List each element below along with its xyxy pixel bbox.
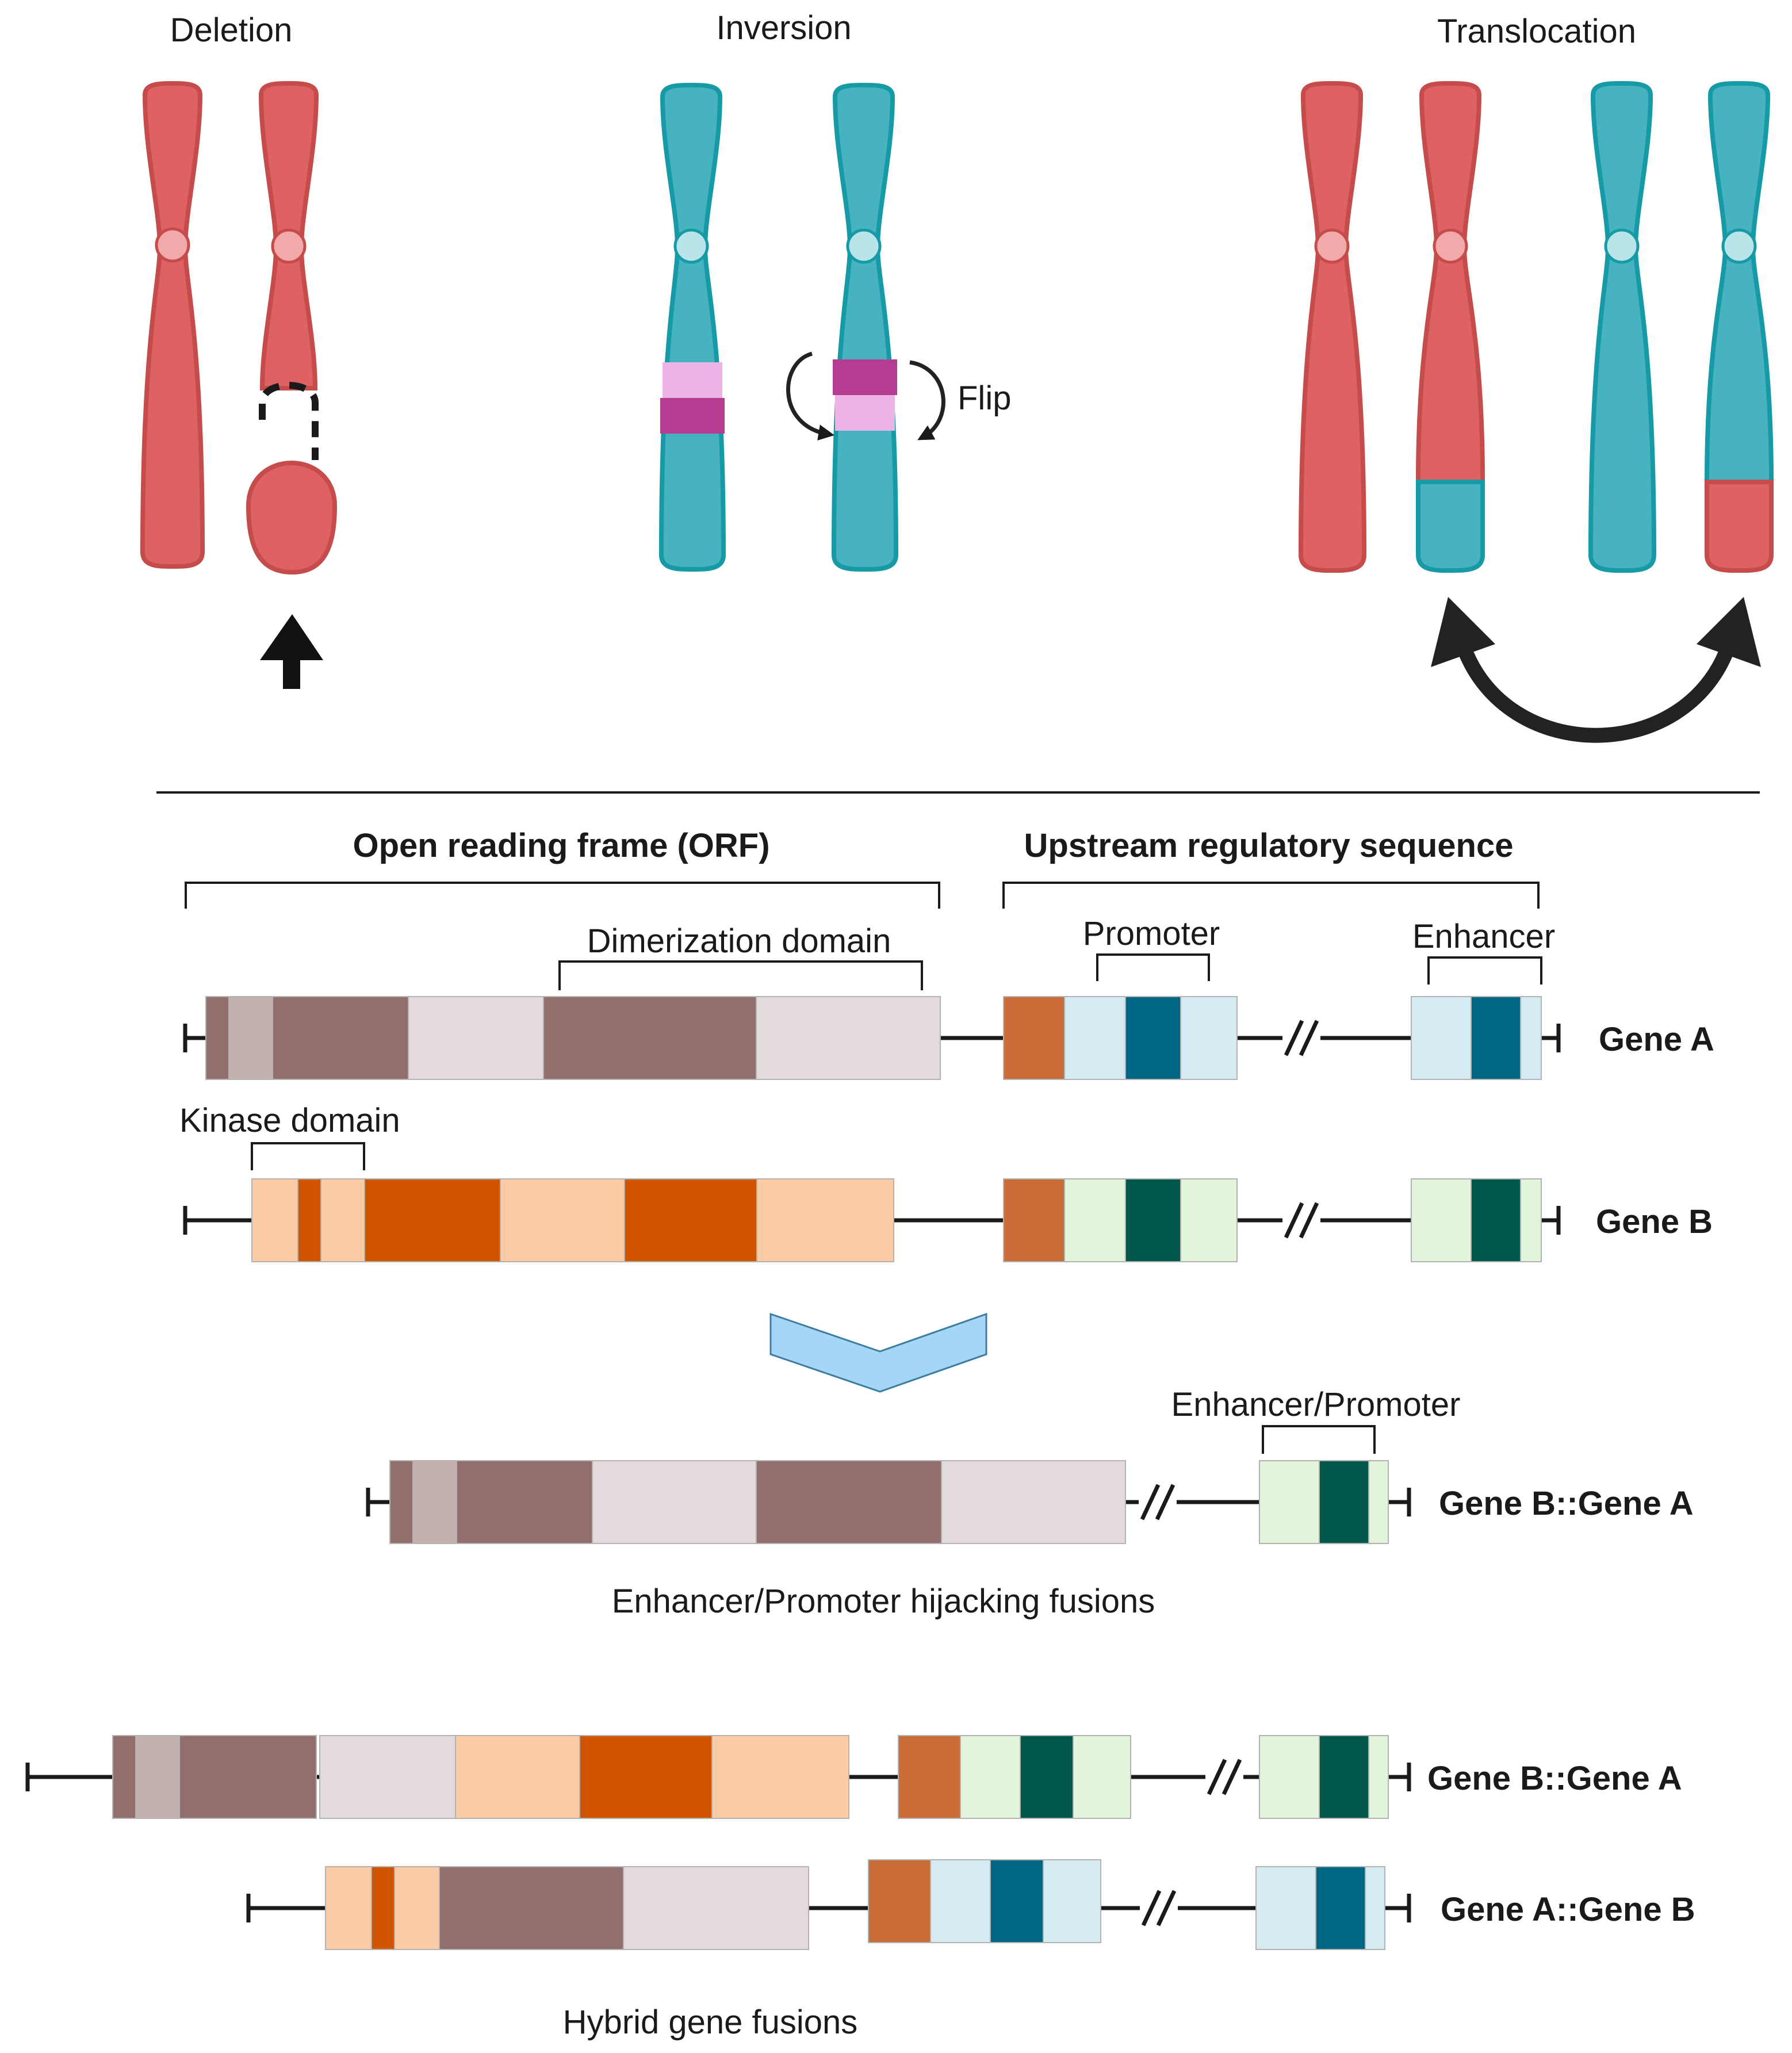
gene-a-row bbox=[183, 996, 1561, 1080]
translocation-label: Translocation bbox=[1437, 13, 1636, 50]
fusion1-label: Gene B::Gene A bbox=[1439, 1485, 1694, 1522]
deletion-chromosome-normal bbox=[140, 81, 205, 569]
dimerization-label: Dimerization domain bbox=[587, 922, 891, 960]
inverted-band-dark bbox=[833, 359, 897, 395]
bottom-panel: Open reading frame (ORF) Upstream regula… bbox=[25, 827, 1714, 2041]
inversion-chromosome-flipped bbox=[831, 82, 899, 572]
inversion-label: Inversion bbox=[716, 9, 851, 47]
dimerization-bracket bbox=[558, 960, 923, 990]
translocation-chromosome-4 bbox=[1704, 81, 1774, 573]
deletion-chromosome-deleted bbox=[246, 81, 338, 575]
translocation-swap-arrow-icon bbox=[1431, 597, 1761, 743]
flip-label: Flip bbox=[958, 380, 1011, 417]
inversion-band-light bbox=[663, 362, 722, 398]
gene-a-label: Gene A bbox=[1599, 1021, 1714, 1058]
fusion-hybrid-ba-row bbox=[25, 1735, 1411, 1819]
promoter-label: Promoter bbox=[1083, 915, 1220, 952]
top-panel: Deletion Inversion Translocation bbox=[140, 9, 1774, 743]
upstream-bracket bbox=[1002, 882, 1540, 909]
enhancer-bracket bbox=[1427, 956, 1542, 985]
hijacking-caption: Enhancer/Promoter hijacking fusions bbox=[612, 1583, 1155, 1620]
enhancer-promoter-label: Enhancer/Promoter bbox=[1171, 1386, 1461, 1423]
promoter-bracket bbox=[1096, 953, 1210, 981]
translocation-chromosome-2 bbox=[1415, 81, 1485, 573]
translocation-chromosome-3 bbox=[1588, 81, 1657, 573]
gene-b-label: Gene B bbox=[1596, 1203, 1713, 1240]
fusion2-label: Gene B::Gene A bbox=[1427, 1760, 1682, 1797]
orf-bracket bbox=[185, 882, 940, 909]
orf-header: Open reading frame (ORF) bbox=[353, 827, 769, 864]
upstream-header: Upstream regulatory sequence bbox=[1024, 827, 1514, 864]
inverted-band-light bbox=[835, 395, 895, 431]
enhancer-label: Enhancer bbox=[1412, 918, 1555, 955]
fusion3-label: Gene A::Gene B bbox=[1441, 1891, 1695, 1928]
kinase-label: Kinase domain bbox=[179, 1102, 400, 1139]
deleted-segment-outline bbox=[259, 382, 319, 460]
kinase-bracket bbox=[251, 1142, 365, 1170]
enhancer-promoter-bracket bbox=[1262, 1425, 1376, 1454]
flip-arrows-icon bbox=[786, 351, 945, 441]
fusion-hybrid-ab-row bbox=[246, 1859, 1411, 1950]
deletion-label: Deletion bbox=[170, 12, 293, 49]
deletion-arrow bbox=[260, 614, 323, 689]
inversion-chromosome-normal bbox=[658, 82, 726, 572]
inversion-band-dark bbox=[660, 398, 725, 434]
gene-b-row bbox=[183, 1178, 1561, 1262]
translocation-chromosome-1 bbox=[1298, 81, 1367, 573]
deletion-remnant bbox=[246, 461, 338, 575]
hybrid-caption: Hybrid gene fusions bbox=[563, 2004, 858, 2041]
chevron-down-icon bbox=[769, 1312, 987, 1393]
fusion-hijacking-row bbox=[366, 1460, 1411, 1544]
